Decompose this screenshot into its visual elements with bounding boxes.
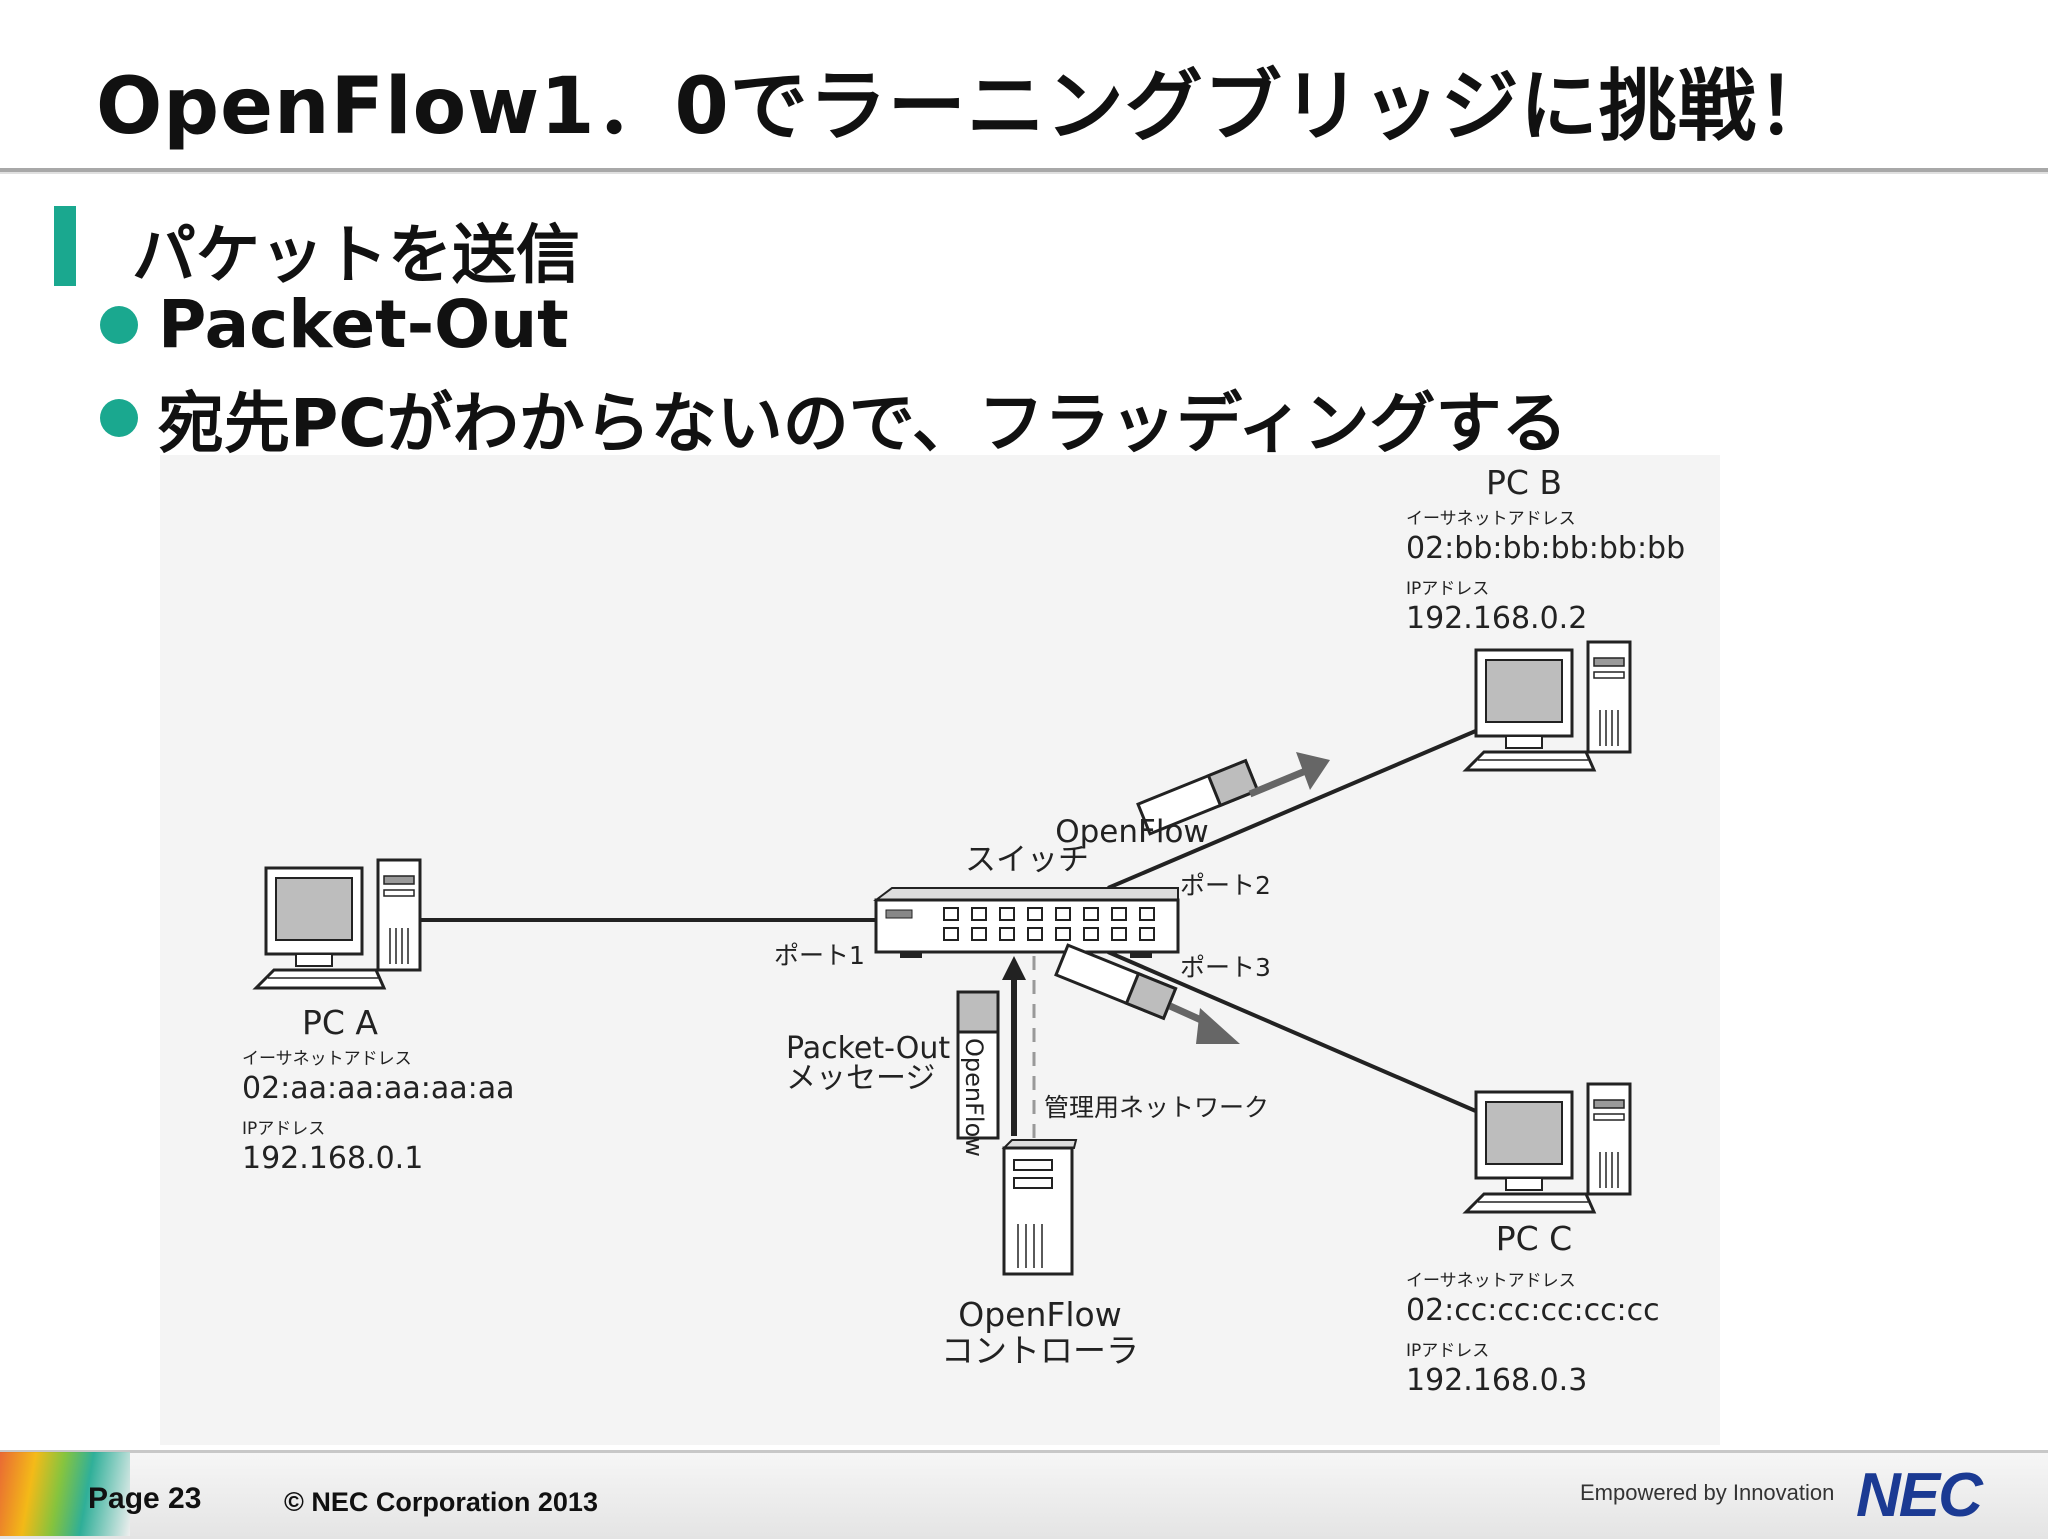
pc-c-eth-value: 02:cc:cc:cc:cc:cc [1406,1293,1660,1328]
pc-b-ip-label: IPアドレス [1406,579,1489,599]
footer-color-stripe [0,1452,130,1536]
bullet-text: 宛先PCがわからないので、フラッディングする [158,385,1568,462]
openflow-controller-icon [1001,1139,1078,1276]
packet-out-arrow-icon [1002,956,1026,1136]
pc-c-name: PC C [1496,1219,1572,1258]
title-divider-shadow [0,172,2048,174]
bullet-dot-icon [100,305,138,344]
pc-a-icon [254,858,422,990]
controller-label-line2: コントローラ [941,1331,1139,1370]
section-marker [54,206,76,286]
pc-b-eth-label: イーサネットアドレス [1406,509,1576,529]
pc-b-eth-value: 02:bb:bb:bb:bb:bb [1406,531,1685,566]
switch-label-line1: OpenFlow [1055,814,1209,850]
pc-b-icon [1464,640,1632,772]
section-title: パケットを送信 [132,219,580,293]
page-number: Page 23 [88,1482,202,1515]
nec-logo: NEC [1856,1461,1983,1530]
pc-c-icon [1464,1082,1632,1214]
openflow-tag-label: OpenFlow [960,1038,988,1157]
tagline-text: Empowered by Innovation [1580,1480,1835,1505]
pc-a-ip-value: 192.168.0.1 [242,1141,423,1176]
bullet-item: 宛先PCがわからないので、フラッディングする [100,370,1568,466]
footer-bar [0,1450,2048,1539]
pc-a-eth-value: 02:aa:aa:aa:aa:aa [242,1071,515,1106]
packet-out-label-line2: メッセージ [786,1061,935,1096]
bullet-dot-icon [100,399,138,437]
bullet-item: Packet-Out [100,286,569,363]
pc-b-name: PC B [1486,463,1562,502]
management-network-label: 管理用ネットワーク [1044,1093,1269,1122]
packet-out-label-line1: Packet-Out [786,1031,950,1066]
bullet-text: Packet-Out [158,286,569,363]
pc-b-ip-value: 192.168.0.2 [1406,601,1587,636]
pc-a-ip-label: IPアドレス [242,1119,325,1139]
copyright-text: © NEC Corporation 2013 [284,1487,598,1517]
openflow-switch-icon [873,887,1180,958]
title-divider [0,168,2048,172]
link-pc-c [1107,950,1479,1114]
controller-label-line1: OpenFlow [958,1295,1121,1334]
packet-to-pc-b-icon [1136,758,1260,836]
flood-arrow-pc-b-icon [1248,752,1330,798]
pc-c-eth-label: イーサネットアドレス [1406,1271,1576,1291]
port2-label: ポート2 [1180,871,1271,900]
port1-label: ポート1 [774,941,865,970]
pc-a-name: PC A [302,1003,378,1042]
pc-c-ip-label: IPアドレス [1406,1341,1489,1361]
pc-c-ip-value: 192.168.0.3 [1406,1363,1587,1398]
switch-label-line2: スイッチ [965,842,1089,878]
slide-title: OpenFlow1．0でラーニングブリッジに挑戦！ [96,62,1836,152]
port3-label: ポート3 [1180,953,1271,982]
openflow-message-tag [956,990,1000,1140]
link-pc-b [1107,728,1479,890]
packet-to-pc-c-icon [1054,943,1178,1021]
flood-arrow-pc-c-icon [1168,1002,1240,1044]
pc-a-eth-label: イーサネットアドレス [242,1049,412,1069]
